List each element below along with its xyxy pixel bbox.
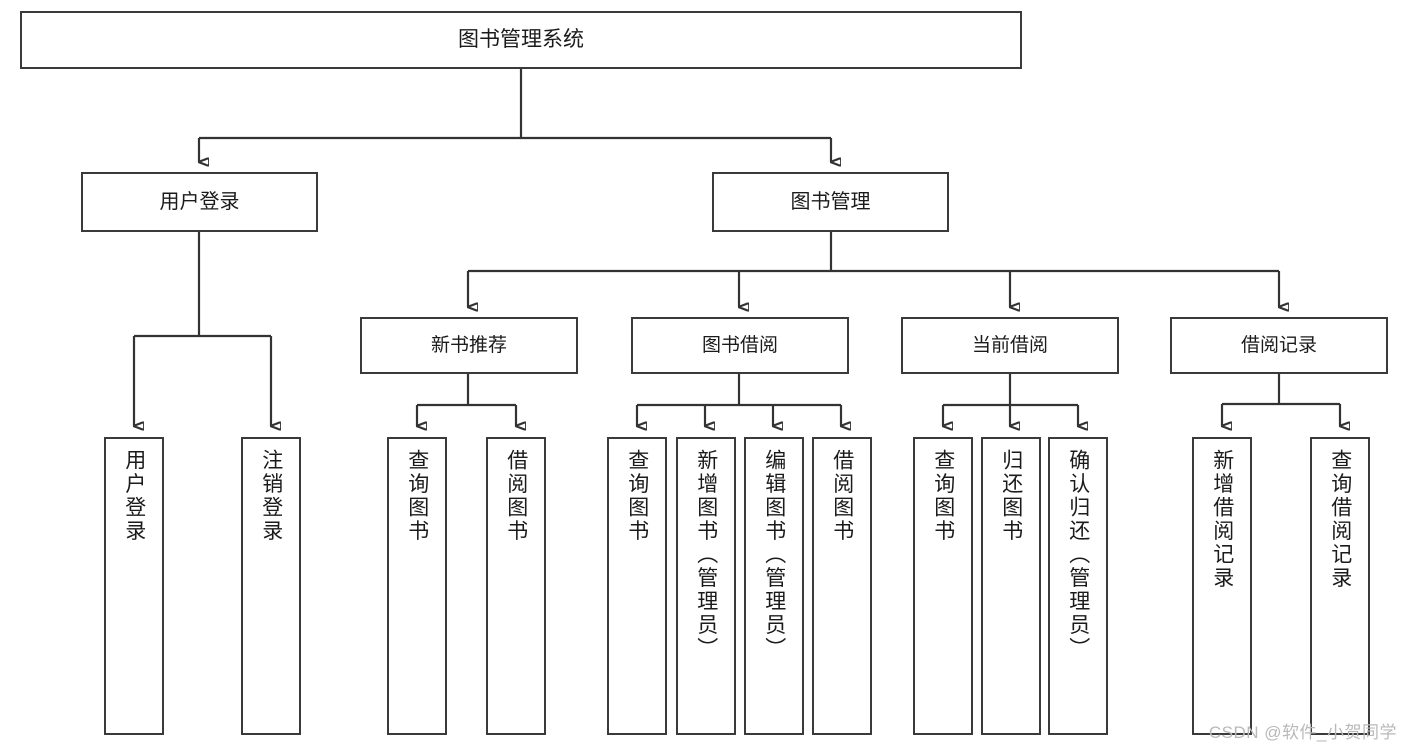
- node-user-login[interactable]: 用户登录: [81, 172, 318, 232]
- node-leaf-user-logout[interactable]: 注销登录: [241, 437, 301, 735]
- node-book-management[interactable]: 图书管理: [712, 172, 949, 232]
- node-leaf-query-book-recommend[interactable]: 查询图书: [387, 437, 447, 735]
- edge-borrow-record-to-leaves: [1220, 374, 1340, 426]
- node-leaf-query-book-current-label: 查询图书: [931, 449, 955, 543]
- node-user-login-label: 用户登录: [159, 190, 240, 213]
- node-root-system-label: 图书管理系统: [458, 28, 584, 52]
- node-new-book-recommend[interactable]: 新书推荐: [360, 317, 578, 374]
- node-leaf-borrow-book-recommend[interactable]: 借阅图书: [486, 437, 546, 735]
- edge-book-borrow-to-leaves: [635, 374, 841, 426]
- edge-root-to-level1: [197, 69, 831, 162]
- node-current-borrow[interactable]: 当前借阅: [901, 317, 1119, 374]
- node-leaf-query-borrow-record[interactable]: 查询借阅记录: [1310, 437, 1370, 735]
- node-book-management-label: 图书管理: [790, 190, 871, 213]
- node-leaf-return-book[interactable]: 归还图书: [981, 437, 1041, 735]
- edge-book-management-to-level2: [466, 232, 1279, 307]
- node-leaf-return-book-label: 归还图书: [999, 449, 1023, 543]
- node-leaf-user-login[interactable]: 用户登录: [104, 437, 164, 735]
- node-leaf-borrow-book-label: 借阅图书: [830, 449, 854, 543]
- node-current-borrow-label: 当前借阅: [971, 334, 1048, 356]
- node-leaf-edit-book[interactable]: 编辑图书（管理员）: [744, 437, 804, 735]
- node-leaf-add-book[interactable]: 新增图书（管理员）: [676, 437, 736, 735]
- node-leaf-confirm-return[interactable]: 确认归还（管理员）: [1048, 437, 1108, 735]
- node-book-borrow-label: 图书借阅: [701, 334, 778, 356]
- node-leaf-query-book-recommend-label: 查询图书: [405, 449, 429, 543]
- node-leaf-user-login-label: 用户登录: [122, 449, 146, 543]
- node-leaf-query-book-borrow-label: 查询图书: [625, 449, 649, 543]
- node-leaf-confirm-return-label: 确认归还（管理员）: [1066, 449, 1090, 661]
- node-leaf-borrow-book-recommend-label: 借阅图书: [504, 449, 528, 543]
- node-root-system[interactable]: 图书管理系统: [20, 11, 1022, 69]
- node-leaf-edit-book-label: 编辑图书（管理员）: [762, 449, 786, 661]
- node-borrow-record[interactable]: 借阅记录: [1170, 317, 1388, 374]
- node-leaf-query-borrow-record-label: 查询借阅记录: [1328, 449, 1352, 590]
- csdn-watermark: CSDN @软件_小贺同学: [1208, 723, 1397, 742]
- edge-user-login-to-leaves: [132, 232, 271, 426]
- node-leaf-user-logout-label: 注销登录: [259, 449, 283, 543]
- node-borrow-record-label: 借阅记录: [1240, 334, 1317, 356]
- edge-current-borrow-to-leaves: [941, 374, 1078, 426]
- node-leaf-add-book-label: 新增图书（管理员）: [694, 449, 718, 661]
- node-new-book-recommend-label: 新书推荐: [430, 334, 507, 356]
- edge-new-book-recommend-to-leaves: [415, 374, 516, 426]
- node-leaf-borrow-book[interactable]: 借阅图书: [812, 437, 872, 735]
- node-leaf-add-borrow-record[interactable]: 新增借阅记录: [1192, 437, 1252, 735]
- node-book-borrow[interactable]: 图书借阅: [631, 317, 849, 374]
- node-leaf-add-borrow-record-label: 新增借阅记录: [1210, 449, 1234, 590]
- node-leaf-query-book-borrow[interactable]: 查询图书: [607, 437, 667, 735]
- node-leaf-query-book-current[interactable]: 查询图书: [913, 437, 973, 735]
